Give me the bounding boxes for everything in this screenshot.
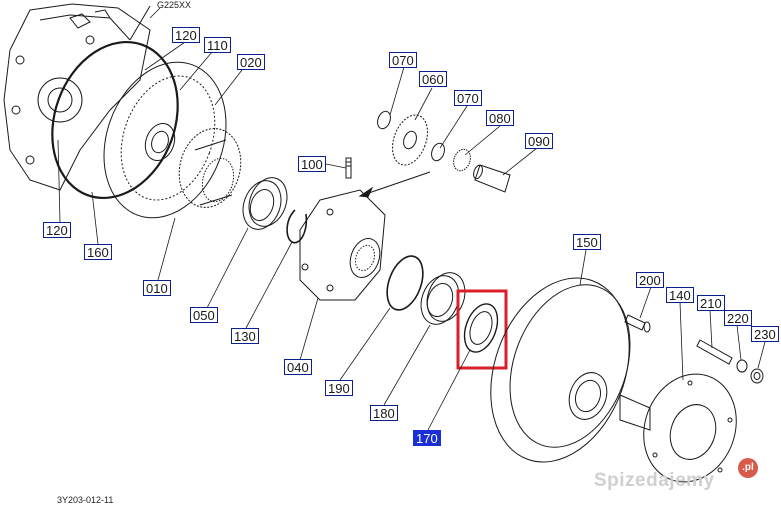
callout-100[interactable]: 100: [298, 156, 326, 172]
callout-040[interactable]: 040: [284, 359, 312, 375]
highlight-box: [456, 289, 508, 370]
callout-060[interactable]: 060: [419, 71, 447, 87]
callout-220[interactable]: 220: [724, 310, 752, 326]
callout-120-top[interactable]: 120: [172, 27, 200, 43]
planet-gear-set: [377, 110, 511, 193]
footer-code: 3Y203-012-11: [57, 495, 114, 505]
callout-070-top[interactable]: 070: [389, 52, 417, 68]
callout-170-selected[interactable]: 170: [413, 430, 441, 446]
callout-080[interactable]: 080: [486, 110, 514, 126]
axle-housing-150: [490, 277, 631, 463]
callout-090[interactable]: 090: [525, 133, 553, 149]
stud-210: [696, 339, 733, 365]
carrier-040: [299, 189, 386, 301]
final-drive-housing: [3, 3, 151, 191]
pin-100: [345, 157, 352, 179]
snap-ring-190: [386, 255, 424, 311]
callout-130[interactable]: 130: [231, 328, 259, 344]
callout-050[interactable]: 050: [190, 307, 218, 323]
callout-230[interactable]: 230: [751, 326, 779, 342]
leader-lines: [57, 7, 766, 431]
callout-070-right[interactable]: 070: [454, 90, 482, 106]
seal-170: [463, 303, 499, 353]
callout-010[interactable]: 010: [143, 280, 171, 296]
callout-210[interactable]: 210: [697, 295, 725, 311]
watermark-badge: .pl: [738, 458, 758, 478]
header-code: G225XX: [157, 0, 192, 10]
bearing-050: [242, 177, 288, 230]
callout-190[interactable]: 190: [325, 380, 353, 396]
nut-230: [750, 368, 764, 384]
hub-140: [619, 373, 737, 483]
callout-200[interactable]: 200: [636, 272, 664, 288]
callout-150[interactable]: 150: [573, 234, 601, 250]
callout-160[interactable]: 160: [84, 244, 112, 260]
callout-140[interactable]: 140: [666, 287, 694, 303]
o-ring-160: [51, 40, 179, 200]
callout-110[interactable]: 110: [204, 37, 231, 53]
nut-220: [736, 359, 748, 373]
assembly-arrow: [358, 171, 431, 198]
callout-180[interactable]: 180: [370, 405, 398, 421]
gear-assembly-010: [178, 128, 242, 208]
watermark-text: Spizedajemy: [594, 470, 715, 491]
callout-020[interactable]: 020: [237, 54, 265, 70]
bolt-200: [624, 314, 651, 333]
ring-gear-110: [103, 61, 227, 219]
callout-120-bottom[interactable]: 120: [43, 222, 71, 238]
snap-ring-130: [286, 209, 308, 244]
